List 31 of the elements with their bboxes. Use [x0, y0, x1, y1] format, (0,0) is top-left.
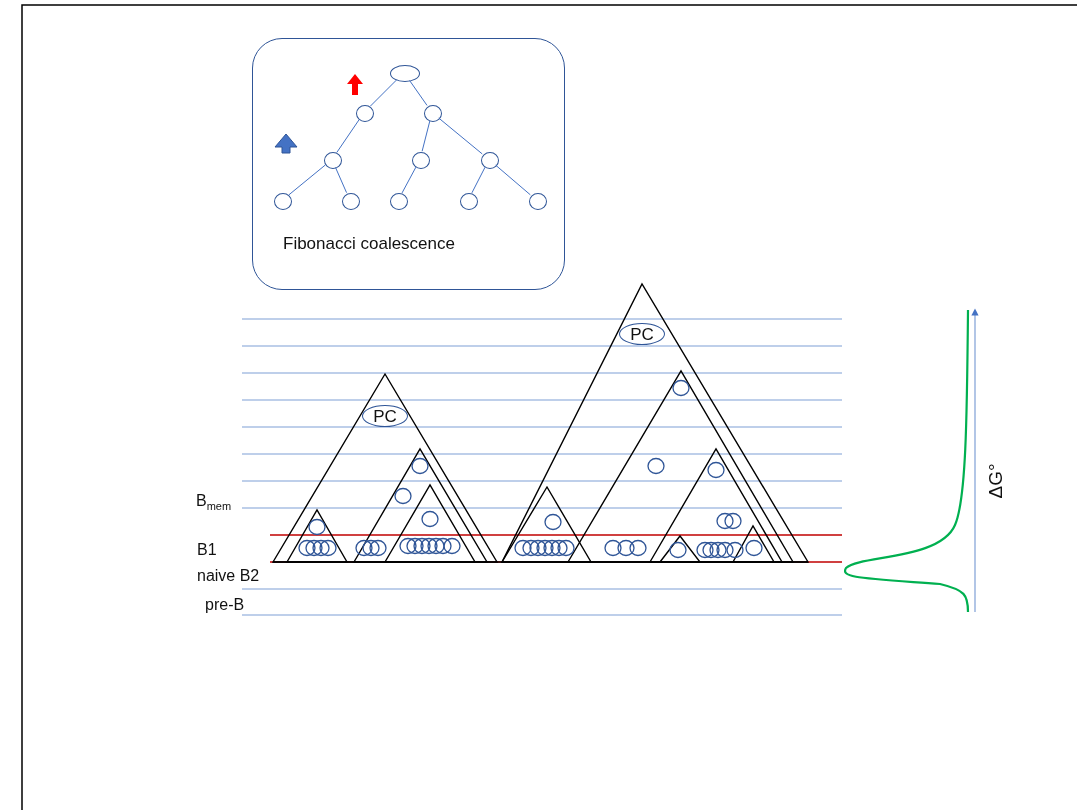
cell-label: PC: [373, 407, 397, 425]
tree-branch: [409, 79, 428, 106]
cell-ellipse: [619, 323, 665, 345]
tree-branch: [334, 166, 348, 194]
cell-ellipse: [362, 405, 408, 427]
tree-node-circle: [424, 105, 442, 122]
tree-node-circle: [390, 65, 420, 82]
tree-branch: [471, 166, 486, 194]
axis-label: ΔG°: [984, 463, 1007, 499]
tree-branch: [421, 120, 431, 152]
tree-branch: [288, 164, 326, 196]
tree-node-circle: [274, 193, 292, 210]
level-label: naive B2: [197, 567, 260, 585]
tree-branch: [369, 79, 398, 107]
level-label: B1: [197, 541, 217, 559]
tree-node-circle: [324, 152, 342, 169]
tree-node-circle: [529, 193, 547, 210]
tree-node-circle: [356, 105, 374, 122]
tree-node-circle: [390, 193, 408, 210]
panel-title: Fibonacci coalescence: [283, 235, 455, 252]
tree-branch: [401, 166, 417, 194]
tree-node-circle: [481, 152, 499, 169]
tree-node-circle: [460, 193, 478, 210]
tree-branch: [336, 119, 360, 153]
level-label: B$_{mem}$: [196, 492, 232, 513]
level-label: pre-B: [205, 596, 245, 614]
tree-branch: [495, 164, 531, 196]
tree-node-circle: [412, 152, 430, 169]
tree-branch: [438, 117, 483, 155]
cell-label: PC: [630, 325, 654, 343]
tree-node-circle: [342, 193, 360, 210]
